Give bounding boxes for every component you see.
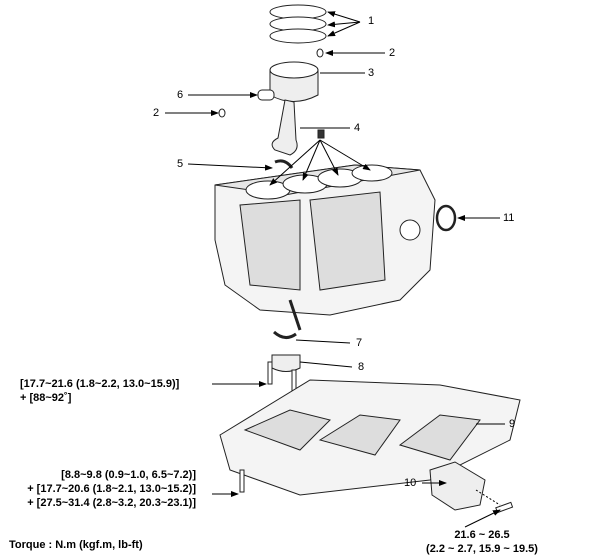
snap-ring-2 <box>218 108 226 118</box>
oil-strainer <box>429 461 486 511</box>
crankcase-bolt <box>239 469 245 493</box>
callout-4: 4 <box>354 122 361 134</box>
callout-10: 10 <box>404 477 417 489</box>
callout-9: 9 <box>509 418 516 430</box>
rear-oil-seal <box>435 204 457 232</box>
callout-2: 2 <box>389 47 396 59</box>
callout-5: 5 <box>177 158 184 170</box>
crankcase-torque: [8.8~9.8 (0.9~1.0, 6.5~7.2)] + [17.7~20.… <box>20 468 196 510</box>
connecting-rod <box>271 99 298 156</box>
rod-bearing <box>317 129 325 139</box>
bearing-cap <box>271 354 301 372</box>
cylinder-block <box>214 164 436 331</box>
piston-pin <box>257 89 275 101</box>
torque-line: 21.6 ~ 26.5 <box>454 529 510 541</box>
torque-line: (2.2 ~ 2.7, 15.9 ~ 19.5) <box>426 543 538 555</box>
torque-line: [8.8~9.8 (0.9~1.0, 6.5~7.2)] <box>61 469 196 481</box>
bearing-cap-torque: [17.7~21.6 (1.8~2.2, 13.0~15.9)] + [88~9… <box>20 377 179 405</box>
torque-line: [17.7~21.6 (1.8~2.2, 13.0~15.9)] <box>20 378 180 390</box>
piston <box>269 61 319 102</box>
callout-2b: 2 <box>153 107 160 119</box>
callout-7: 7 <box>356 337 363 349</box>
strainer-torque: 21.6 ~ 26.5 (2.2 ~ 2.7, 15.9 ~ 19.5) <box>404 528 560 556</box>
callout-3: 3 <box>368 67 375 79</box>
lower-bearing <box>272 330 297 339</box>
torque-line: + [27.5~31.4 (2.8~3.2, 20.3~23.1)] <box>27 497 196 509</box>
leader-lines <box>165 11 505 528</box>
callout-8: 8 <box>358 361 365 373</box>
torque-unit-note: Torque : N.m (kgf.m, lb-ft) <box>9 539 143 551</box>
torque-line: + [88~92˚] <box>20 392 72 404</box>
torque-line: + [17.7~20.6 (1.8~2.1, 13.0~15.2)] <box>27 483 196 495</box>
snap-ring <box>316 48 324 58</box>
callout-6: 6 <box>177 89 184 101</box>
callout-1: 1 <box>368 15 375 27</box>
callout-11: 11 <box>503 212 515 224</box>
cap-bolt <box>267 361 273 385</box>
piston-rings <box>269 4 327 44</box>
